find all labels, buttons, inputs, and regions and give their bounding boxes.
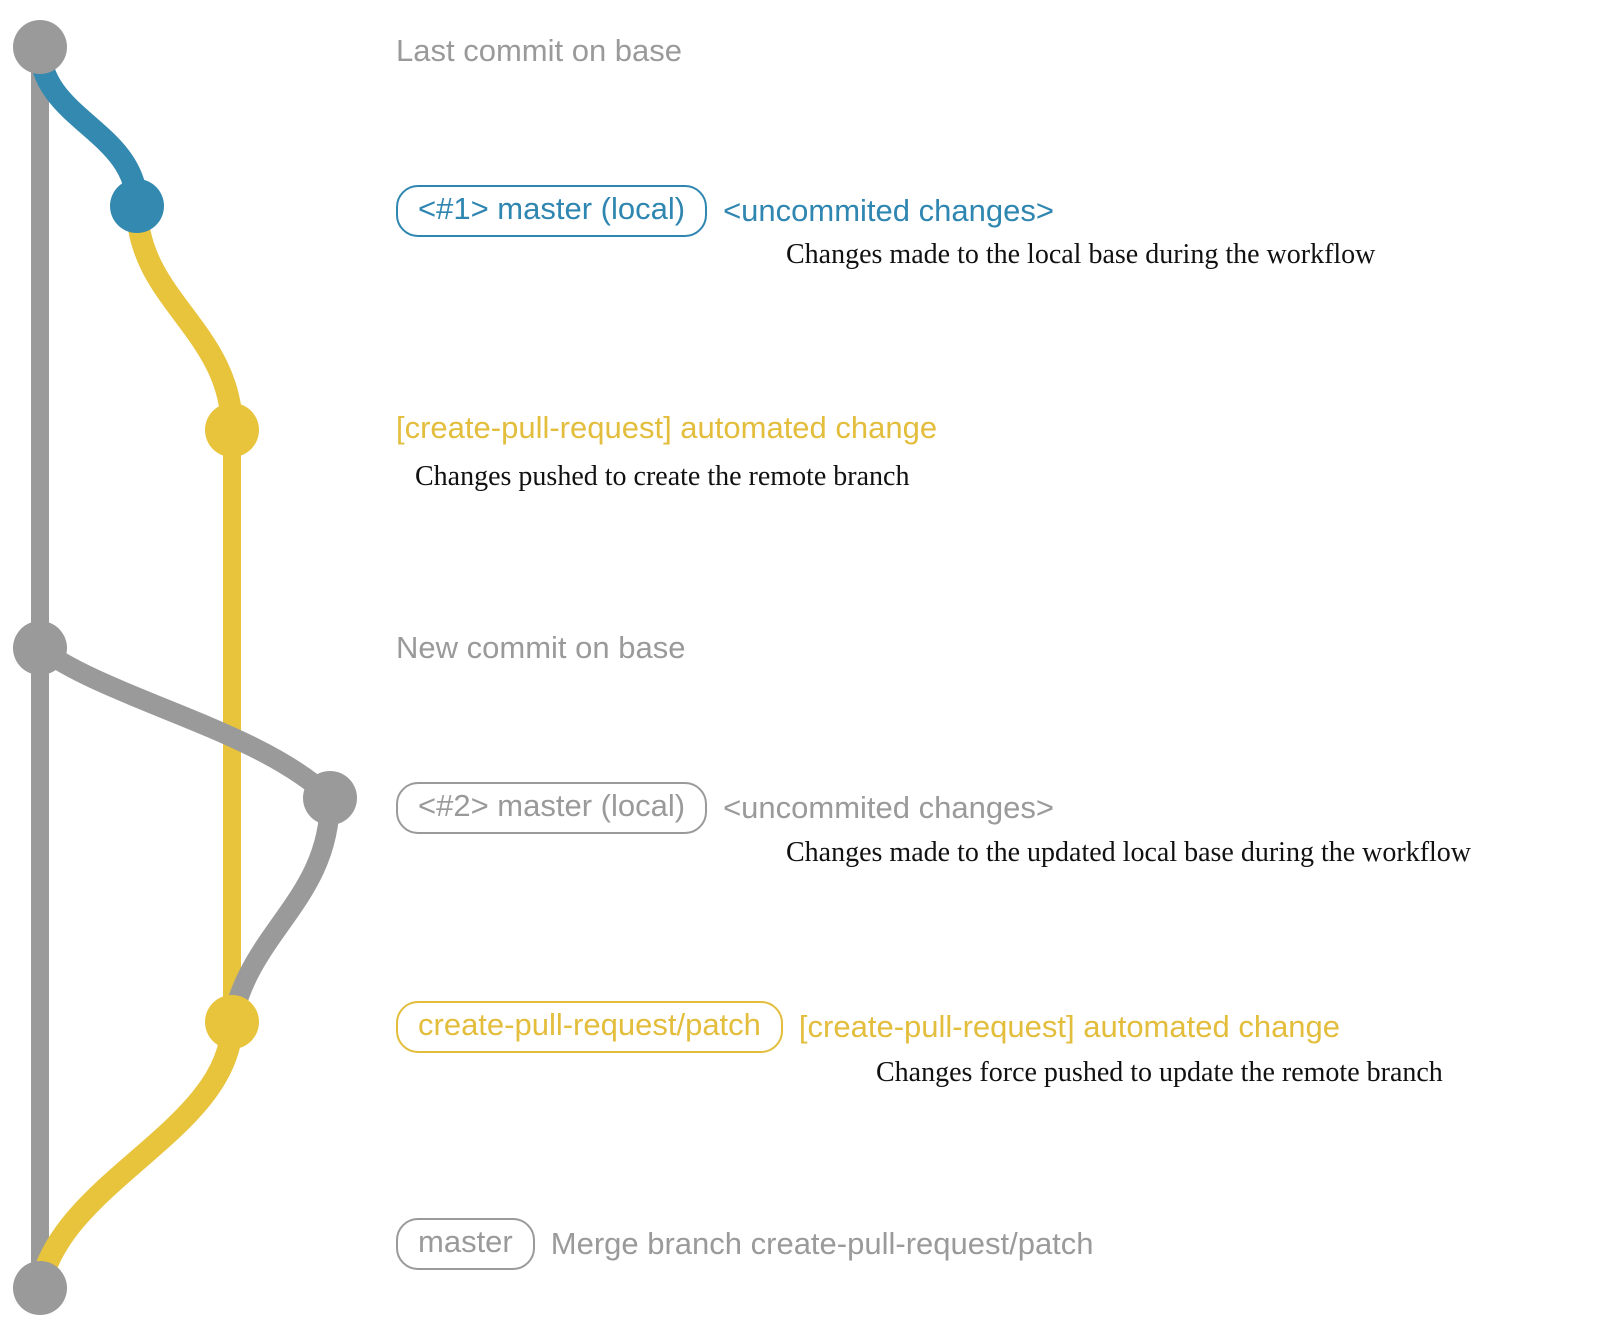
- desc-changes-force-pushed: Changes force pushed to update the remot…: [876, 1057, 1443, 1088]
- node-base-head: [13, 20, 67, 74]
- desc-updated-local-base-changes: Changes made to the updated local base d…: [786, 837, 1472, 868]
- badge-master-local-1[interactable]: <#1> master (local): [396, 185, 708, 237]
- label-merge-branch: Merge branch create-pull-request/patch: [550, 1225, 1094, 1261]
- row-automated-change-1: [create-pull-request] automated change: [396, 410, 938, 445]
- label-automated-change-2: [create-pull-request] automated change: [798, 1008, 1341, 1044]
- node-local-1: [110, 179, 164, 233]
- edge-local1-to-patch1: [126, 195, 243, 441]
- label-uncommited-changes-1: <uncommited changes>: [723, 192, 1054, 228]
- row-merge-commit: master Merge branch create-pull-request/…: [396, 1218, 1094, 1270]
- node-merge: [13, 1261, 67, 1315]
- desc-changes-pushed: Changes pushed to create the remote bran…: [415, 461, 910, 492]
- label-last-commit-on-base: Last commit on base: [396, 33, 683, 68]
- node-patch-1: [205, 403, 259, 457]
- row-master-local-1: <#1> master (local) <uncommited changes>: [396, 185, 1054, 237]
- label-automated-change-1: [create-pull-request] automated change: [396, 410, 938, 445]
- edge-patch2-to-merge: [29, 1011, 243, 1299]
- edge-basenew-to-local2: [30, 638, 340, 808]
- row-master-local-2: <#2> master (local) <uncommited changes>: [396, 782, 1054, 834]
- badge-master[interactable]: master: [396, 1218, 535, 1270]
- row-automated-change-2: create-pull-request/patch [create-pull-r…: [396, 1001, 1340, 1053]
- desc-local-base-changes: Changes made to the local base during th…: [786, 239, 1376, 270]
- node-base-new: [13, 621, 67, 675]
- badge-create-pull-request-patch[interactable]: create-pull-request/patch: [396, 1001, 783, 1053]
- commit-graph: [13, 20, 357, 1315]
- edge-local2-to-patch2: [222, 788, 340, 1032]
- row-new-commit-on-base: New commit on base: [396, 630, 686, 665]
- node-local-2: [303, 771, 357, 825]
- label-new-commit-on-base: New commit on base: [396, 630, 686, 665]
- edge-base-to-local1: [29, 36, 148, 217]
- node-patch-2: [205, 995, 259, 1049]
- badge-master-local-2[interactable]: <#2> master (local): [396, 782, 708, 834]
- row-last-commit-on-base: Last commit on base: [396, 33, 683, 68]
- label-uncommited-changes-2: <uncommited changes>: [723, 789, 1054, 825]
